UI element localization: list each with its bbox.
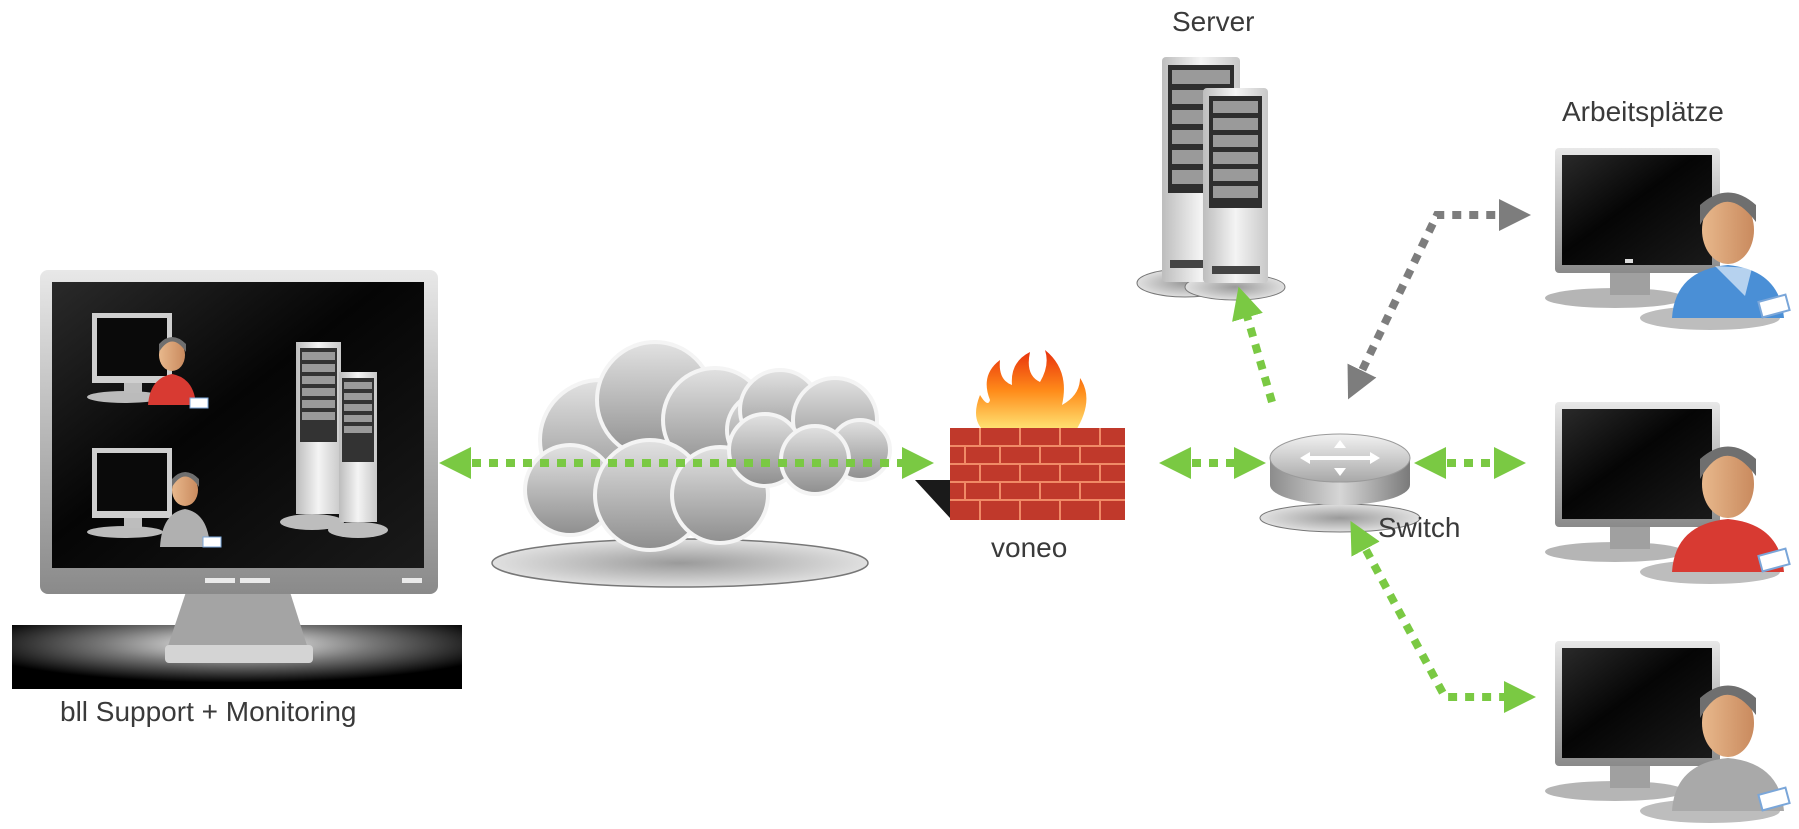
monitor-stand bbox=[165, 592, 310, 655]
support-label: bll Support + Monitoring bbox=[60, 696, 357, 727]
server-label: Server bbox=[1172, 6, 1255, 37]
server-icon bbox=[1136, 57, 1286, 301]
workstation-3 bbox=[1545, 641, 1791, 823]
link-switch-servers bbox=[1232, 286, 1276, 404]
firewall-label: voneo bbox=[991, 532, 1068, 563]
monitor-base bbox=[165, 645, 313, 663]
switch-label: Switch bbox=[1378, 512, 1461, 543]
firewall-icon bbox=[915, 350, 1125, 520]
link-switch-workstation-3 bbox=[1350, 520, 1536, 713]
workstations-label: Arbeitsplätze bbox=[1562, 96, 1724, 127]
workstation-1 bbox=[1545, 148, 1791, 330]
mini-workstation-red bbox=[87, 313, 209, 409]
mini-servers bbox=[280, 342, 388, 538]
mini-workstation-gray bbox=[87, 448, 222, 548]
support-monitor bbox=[12, 270, 462, 689]
workstation-2 bbox=[1545, 402, 1791, 584]
link-switch-workstation-1 bbox=[1347, 199, 1531, 400]
